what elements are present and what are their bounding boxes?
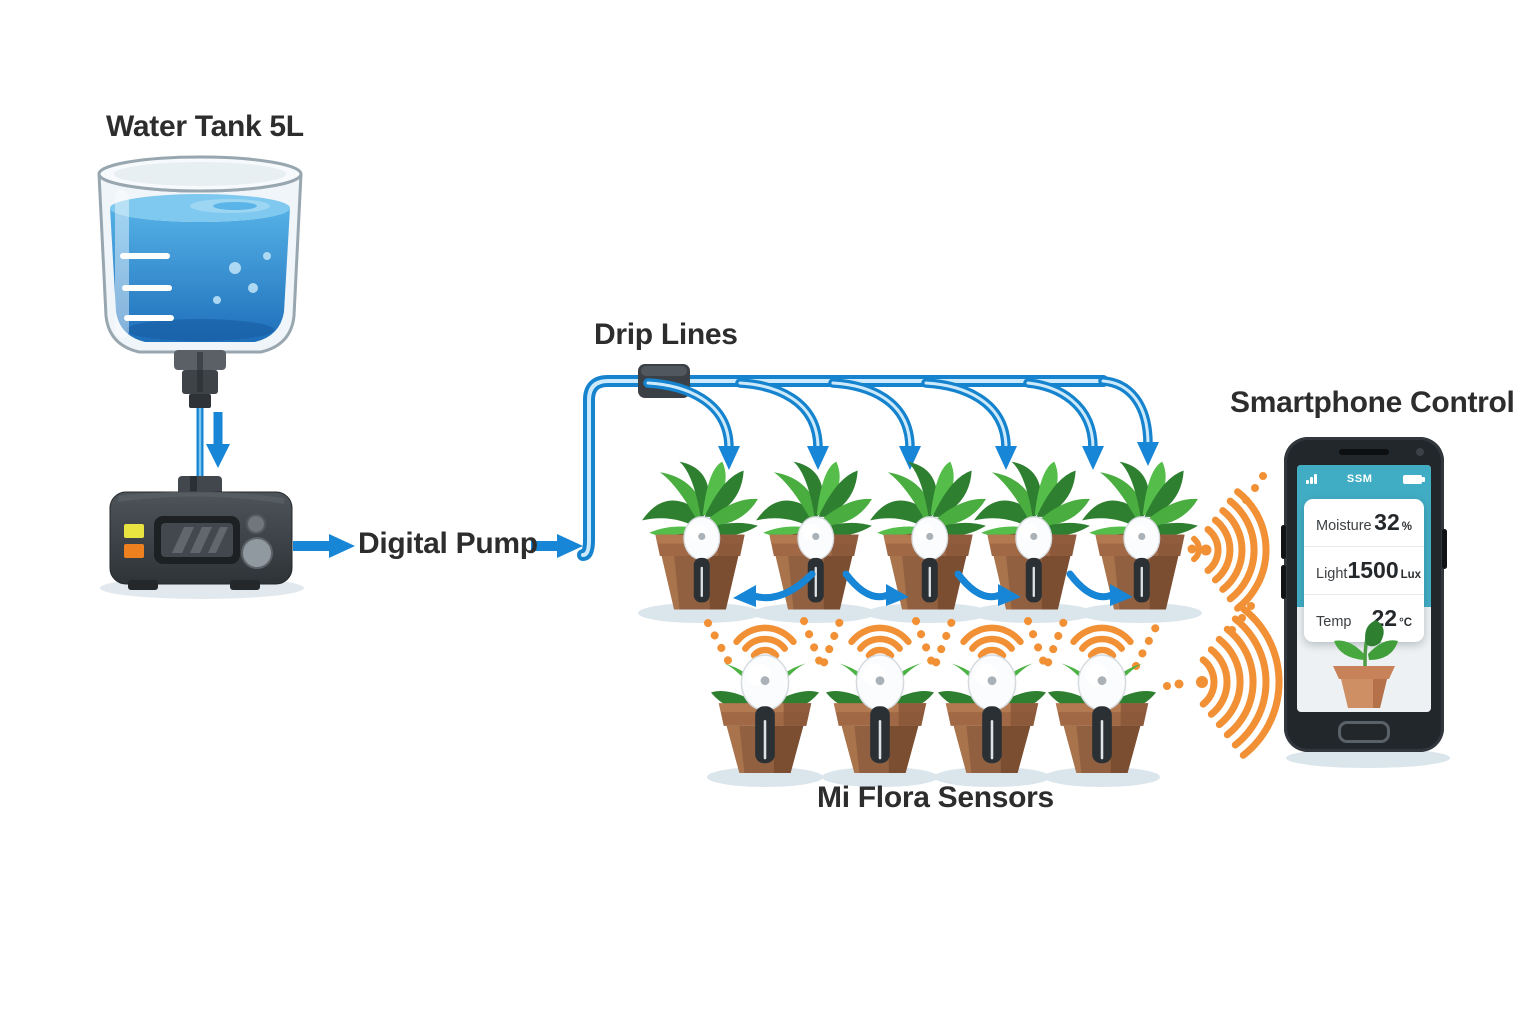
- light-unit: Lux: [1400, 569, 1422, 581]
- signal-icon: [1306, 474, 1317, 484]
- pump-knob-large: [241, 537, 273, 569]
- pump-knob-small: [246, 514, 266, 534]
- tank-valve: [174, 350, 226, 408]
- drip-lines-label: Drip Lines: [594, 318, 738, 351]
- temp-label: Temp: [1316, 614, 1352, 630]
- smartphone-control-label: Smartphone Control: [1230, 386, 1515, 419]
- pump-led-yellow: [124, 524, 144, 538]
- pump-to-dripline-arrow: [531, 534, 583, 558]
- phone-signal-waves: [1196, 488, 1283, 759]
- pump-output-arrow: [293, 534, 355, 558]
- seedling-pot-illustration: [1333, 620, 1398, 708]
- digital-pump-label: Digital Pump: [358, 527, 538, 560]
- digital-pump: [100, 476, 304, 599]
- phone-side-button: [1281, 565, 1286, 599]
- water-tank-label: Water Tank 5L: [106, 110, 304, 143]
- pot-shadows: [638, 603, 1450, 787]
- tank-level-ticks: [120, 253, 174, 321]
- moisture-label: Moisture: [1316, 518, 1372, 534]
- light-label: Light: [1316, 566, 1348, 582]
- phone-side-button: [1442, 529, 1447, 569]
- water-flow-down-arrow: [206, 412, 230, 468]
- pump-led-orange: [124, 544, 144, 558]
- phone-side-button: [1281, 525, 1286, 559]
- status-bar-text: SSM: [1346, 473, 1373, 485]
- speaker-icon: [1339, 449, 1389, 455]
- moisture-row: Moisture 32%: [1304, 499, 1424, 546]
- moisture-unit: %: [1401, 521, 1412, 533]
- camera-icon: [1416, 448, 1424, 456]
- drip-outlet-arrows: [643, 376, 1159, 470]
- water-tank: [97, 155, 303, 408]
- mi-flora-sensors-label: Mi Flora Sensors: [817, 781, 1054, 814]
- pump-display: [154, 516, 240, 564]
- bluetooth-dotted-links: [704, 617, 1162, 680]
- battery-icon: [1402, 474, 1425, 484]
- home-button: [1338, 721, 1390, 743]
- moisture-value: 32: [1374, 509, 1400, 535]
- temp-unit: °C: [1399, 617, 1412, 629]
- status-bar: SSM: [1297, 465, 1431, 493]
- drip-line-tube: [577, 375, 1109, 561]
- light-value: 1500: [1347, 557, 1399, 583]
- sensor-wifi-arcs: [733, 624, 1134, 659]
